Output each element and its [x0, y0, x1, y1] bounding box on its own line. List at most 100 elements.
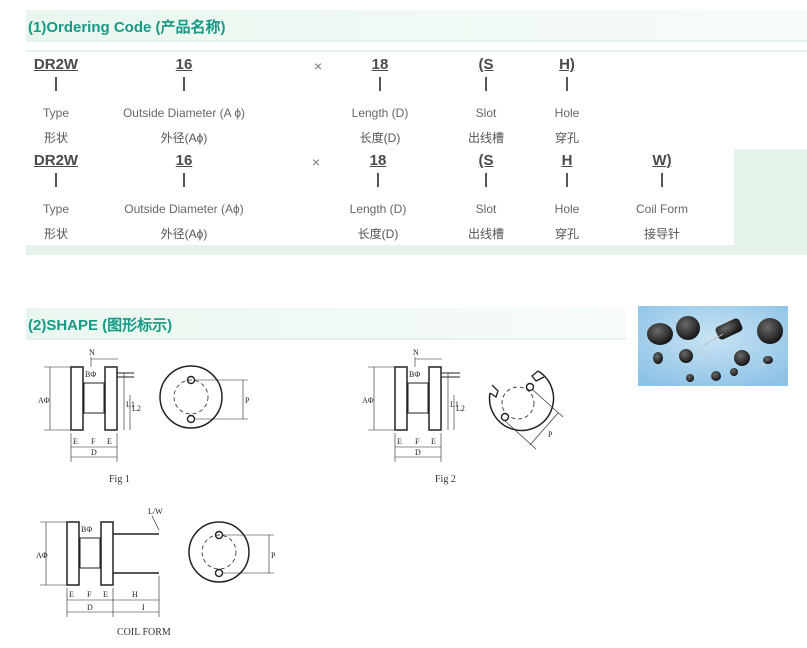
dim-label-e: E	[431, 437, 436, 446]
figure-caption: COIL FORM	[117, 627, 171, 638]
dim-label-f: F	[91, 437, 96, 446]
code-cell-type: DR2W Type 形状	[32, 152, 80, 242]
code-cell-type: DR2W Type 形状	[32, 56, 80, 146]
dim-label-lw: L/W	[148, 507, 163, 516]
dim-label-i: I	[142, 603, 145, 612]
label-en-length: Length (D)	[351, 106, 409, 120]
code-cell-diameter: 16 Outside Diameter (A ϕ) 外径(Aϕ)	[114, 56, 254, 146]
dim-label-l1: L1	[126, 400, 135, 409]
ordering-code-table: DR2W Type 形状 16 Outside Diameter (A ϕ) 外…	[26, 50, 807, 255]
code-cell-length: 18 Length (D) 长度(D)	[338, 152, 418, 242]
code-connector	[566, 173, 568, 187]
code-type: DR2W	[33, 152, 79, 169]
code-cell-slot: (S Slot 出线槽	[456, 56, 516, 146]
code-coil-form: W)	[652, 152, 672, 169]
label-en-diameter: Outside Diameter (A ϕ)	[122, 106, 246, 120]
dim-label-b: BΦ	[409, 370, 420, 379]
code-cell-hole: H Hole 穿孔	[538, 152, 596, 242]
section-title-shape: (2)SHAPE (图形标示)	[28, 317, 173, 334]
code-connector	[485, 77, 487, 91]
code-connector	[379, 77, 381, 91]
code-slot: (S	[478, 56, 494, 73]
label-cn-coil-form: 接导针	[643, 227, 680, 241]
code-diameter: 16	[175, 56, 193, 73]
dim-label-p: P	[271, 551, 276, 560]
label-en-type: Type	[42, 106, 69, 120]
code-connector	[661, 173, 663, 187]
code-cell-diameter: 16 Outside Diameter (Aϕ) 外径(Aϕ)	[114, 152, 254, 242]
code-cell-slot: (S Slot 出线槽	[456, 152, 516, 242]
code-diameter: 16	[175, 152, 193, 169]
label-cn-diameter: 外径(Aϕ)	[160, 131, 208, 145]
label-cn-slot: 出线槽	[467, 131, 504, 145]
code-cell-hole: H) Hole 穿孔	[538, 56, 596, 146]
label-en-length: Length (D)	[349, 202, 407, 216]
code-hole: H)	[559, 56, 575, 73]
code-connector	[55, 77, 57, 91]
label-en-hole: Hole	[554, 202, 580, 216]
label-en-hole: Hole	[554, 106, 580, 120]
label-en-type: Type	[42, 202, 69, 216]
dim-label-n: N	[413, 348, 419, 357]
code-connector	[183, 173, 185, 187]
dim-label-f: F	[87, 590, 92, 599]
label-cn-hole: 穿孔	[554, 227, 579, 241]
code-length: 18	[371, 56, 389, 73]
figure-2-drawing: AΦ N BΦ L1 L2 E F E D P Fig 2	[362, 348, 564, 485]
code-connector	[183, 77, 185, 91]
divider	[26, 40, 807, 42]
figure-coil-form-drawing: AΦ BΦ L/W E F E D H I P COIL FORM	[36, 507, 276, 638]
label-en-diameter: Outside Diameter (Aϕ)	[124, 202, 244, 216]
dim-label-a: AΦ	[36, 551, 48, 560]
code-length: 18	[369, 152, 387, 169]
label-cn-hole: 穿孔	[554, 131, 579, 145]
dim-label-e: E	[397, 437, 402, 446]
dim-label-a: AΦ	[38, 396, 50, 405]
label-cn-type: 形状	[43, 227, 68, 241]
figure-caption: Fig 1	[109, 474, 130, 485]
dim-label-d: D	[91, 448, 97, 457]
figure-caption: Fig 2	[435, 474, 456, 485]
dim-label-n: N	[89, 348, 95, 357]
label-cn-length: 长度(D)	[359, 131, 401, 145]
code-hole: H	[561, 152, 573, 169]
dim-label-e: E	[69, 590, 74, 599]
label-cn-type: 形状	[43, 131, 68, 145]
label-cn-diameter: 外径(Aϕ)	[160, 227, 208, 241]
code-connector	[566, 77, 568, 91]
times-symbol: ×	[314, 58, 323, 74]
code-slot: (S	[478, 152, 494, 169]
dim-label-b: BΦ	[81, 525, 92, 534]
dim-label-b: BΦ	[85, 370, 96, 379]
ordering-row-1: DR2W Type 形状 16 Outside Diameter (A ϕ) 外…	[26, 52, 807, 149]
dim-label-f: F	[415, 437, 420, 446]
dim-label-h: H	[132, 590, 138, 599]
label-en-slot: Slot	[475, 202, 497, 216]
dim-label-p: P	[548, 430, 553, 439]
dim-label-d: D	[87, 603, 93, 612]
code-cell-coil-form: W) Coil Form 接导针	[622, 152, 702, 242]
dim-label-e: E	[103, 590, 108, 599]
dim-label-e: E	[107, 437, 112, 446]
code-connector	[485, 173, 487, 187]
label-en-slot: Slot	[475, 106, 497, 120]
dim-label-a: AΦ	[362, 396, 374, 405]
figure-1-drawing: AΦ N BΦ L1 L2 E F E D P Fig 1	[38, 348, 250, 485]
section-header-shape: (2)SHAPE (图形标示)	[26, 308, 626, 338]
dim-label-l2: L2	[132, 404, 141, 413]
dim-label-p: P	[245, 396, 250, 405]
dim-label-l2: L2	[456, 404, 465, 413]
code-cell-length: 18 Length (D) 长度(D)	[340, 56, 420, 146]
dim-label-l1: L1	[450, 400, 459, 409]
section-title-ordering: (1)Ordering Code (产品名称)	[28, 19, 226, 36]
label-en-coil-form: Coil Form	[635, 202, 688, 216]
code-type: DR2W	[33, 56, 79, 73]
code-connector	[55, 173, 57, 187]
dim-label-d: D	[415, 448, 421, 457]
code-connector	[377, 173, 379, 187]
label-cn-slot: 出线槽	[467, 227, 504, 241]
ordering-row-2: DR2W Type 形状 16 Outside Diameter (Aϕ) 外径…	[26, 149, 734, 245]
label-cn-length: 长度(D)	[357, 227, 399, 241]
section-header-ordering: (1)Ordering Code (产品名称)	[26, 10, 807, 40]
product-photo	[638, 306, 788, 386]
